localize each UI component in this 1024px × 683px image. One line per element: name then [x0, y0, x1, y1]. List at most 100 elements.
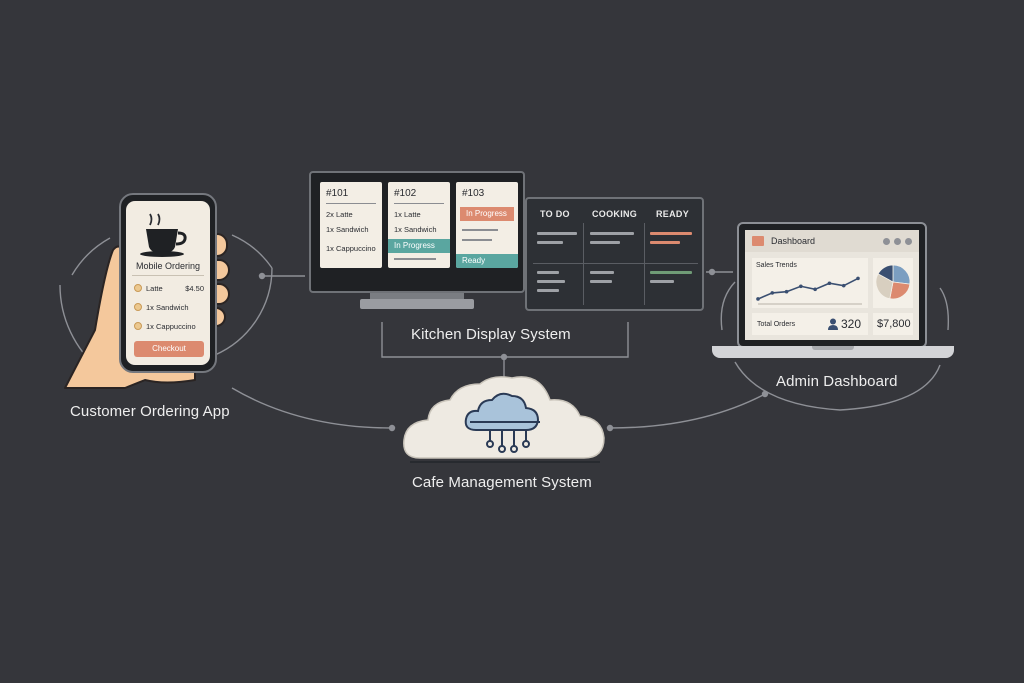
kitchen-label: Kitchen Display System [411, 326, 571, 343]
task-bar [590, 232, 634, 235]
ticket-number: #103 [462, 188, 485, 199]
task-bar [590, 241, 620, 244]
trend-point [784, 289, 789, 294]
board-divider [533, 263, 698, 264]
task-bar [650, 280, 674, 283]
ticket-line: 1x Latte [394, 210, 421, 219]
phone-title: Mobile Ordering [135, 261, 201, 271]
revenue-panel: $7,800 [873, 313, 913, 335]
cloud-to-admin-connector [609, 393, 766, 429]
status-badge: Ready [456, 254, 518, 268]
ticket-placeholder-line [462, 239, 492, 241]
trend-point [841, 283, 846, 288]
column-cooking: COOKING [592, 209, 638, 219]
ticket-divider [394, 203, 444, 204]
dashboard-title: Dashboard [771, 236, 816, 246]
column-todo: TO DO [540, 209, 570, 219]
monitor-stand [370, 293, 464, 299]
task-bar-highlight [650, 241, 680, 244]
kitchen-monitor: #101 2x Latte 1x Sandwich 1x Cappuccino … [309, 171, 525, 293]
cloud-icon [403, 376, 605, 463]
trend-point [827, 281, 832, 286]
ticket-placeholder-line [462, 229, 498, 231]
status-badge: In Progress [388, 239, 450, 253]
task-bar [537, 289, 559, 292]
dashboard-header: Dashboard [745, 230, 919, 252]
order-item[interactable]: 1x Sandwich [126, 301, 210, 315]
total-orders-label: Total Orders [757, 321, 796, 328]
item-bullet-icon [134, 284, 142, 292]
dashboard-logo-icon [752, 236, 764, 246]
trend-point [813, 287, 817, 292]
window-dot-icon [883, 238, 890, 245]
task-bar [590, 271, 614, 274]
admin-laptop: Dashboard Sales Trends Total Orders 320 [737, 222, 927, 348]
ticket-line: 1x Sandwich [326, 225, 369, 234]
category-pie-chart [875, 264, 911, 300]
column-ready: READY [656, 209, 690, 219]
ticket-number: #102 [394, 188, 417, 199]
window-dot-icon [894, 238, 901, 245]
item-bullet-icon [134, 303, 142, 311]
board-divider [583, 223, 584, 305]
laptop-base [712, 346, 954, 358]
order-item-price: $4.50 [185, 284, 204, 293]
customer-app-label: Customer Ordering App [70, 403, 230, 420]
checkout-button[interactable]: Checkout [134, 341, 204, 357]
task-bar-highlight [650, 232, 692, 235]
order-ticket-101: #101 2x Latte 1x Sandwich 1x Cappuccino [320, 182, 382, 268]
laptop-notch [812, 346, 854, 350]
cloud-label: Cafe Management System [412, 474, 592, 491]
phone-to-cloud-connector [231, 387, 393, 429]
order-item[interactable]: 1x Cappuccino [126, 320, 210, 334]
total-orders-value: 320 [841, 317, 862, 331]
order-item-name: Latte [146, 284, 163, 293]
task-bar [537, 271, 559, 274]
monitor-base [360, 299, 474, 309]
trend-point [856, 276, 860, 281]
order-item[interactable]: Latte $4.50 [126, 282, 210, 296]
dashboard-screen: Dashboard Sales Trends Total Orders 320 [745, 230, 919, 340]
order-ticket-103: #103 In Progress Ready [456, 182, 518, 268]
status-badge: In Progress [460, 207, 514, 221]
trend-line [757, 277, 859, 300]
ticket-placeholder-line [394, 258, 436, 260]
ticket-line: 1x Cappuccino [326, 244, 376, 253]
order-ticket-102: #102 1x Latte 1x Sandwich In Progress [388, 182, 450, 268]
revenue-value: $7,800 [877, 318, 911, 330]
pie-panel [873, 258, 913, 308]
pie-slice [889, 281, 911, 300]
user-icon [828, 318, 838, 330]
item-bullet-icon [134, 322, 142, 330]
task-bar-ready [650, 271, 692, 274]
orders-panel: Total Orders 320 [752, 313, 868, 335]
pie-slice [892, 264, 911, 285]
sales-trends-label: Sales Trends [756, 262, 797, 269]
sales-panel: Sales Trends [752, 258, 868, 308]
trend-point [799, 284, 803, 289]
trend-point [756, 297, 760, 301]
task-bar [537, 280, 565, 283]
phone-screen: Mobile Ordering Latte $4.50 1x Sandwich … [126, 201, 210, 365]
coffee-cup-icon [140, 213, 187, 257]
ticket-divider [326, 203, 376, 204]
phone-divider [132, 275, 204, 276]
trend-point [770, 291, 775, 295]
ticket-line: 1x Sandwich [394, 225, 437, 234]
ticket-line: 2x Latte [326, 210, 353, 219]
sales-trend-chart [756, 276, 862, 305]
pie-slice [877, 264, 894, 283]
order-item-name: 1x Sandwich [146, 303, 189, 312]
admin-arc [720, 281, 950, 411]
customer-phone: Mobile Ordering Latte $4.50 1x Sandwich … [119, 193, 217, 373]
task-bar [590, 280, 612, 283]
board-divider [644, 223, 645, 305]
ticket-number: #101 [326, 188, 349, 199]
order-item-name: 1x Cappuccino [146, 322, 196, 331]
task-bar [537, 241, 563, 244]
kitchen-status-board: TO DO COOKING READY [525, 197, 704, 311]
phone-arc [59, 234, 273, 371]
admin-label: Admin Dashboard [776, 373, 898, 390]
